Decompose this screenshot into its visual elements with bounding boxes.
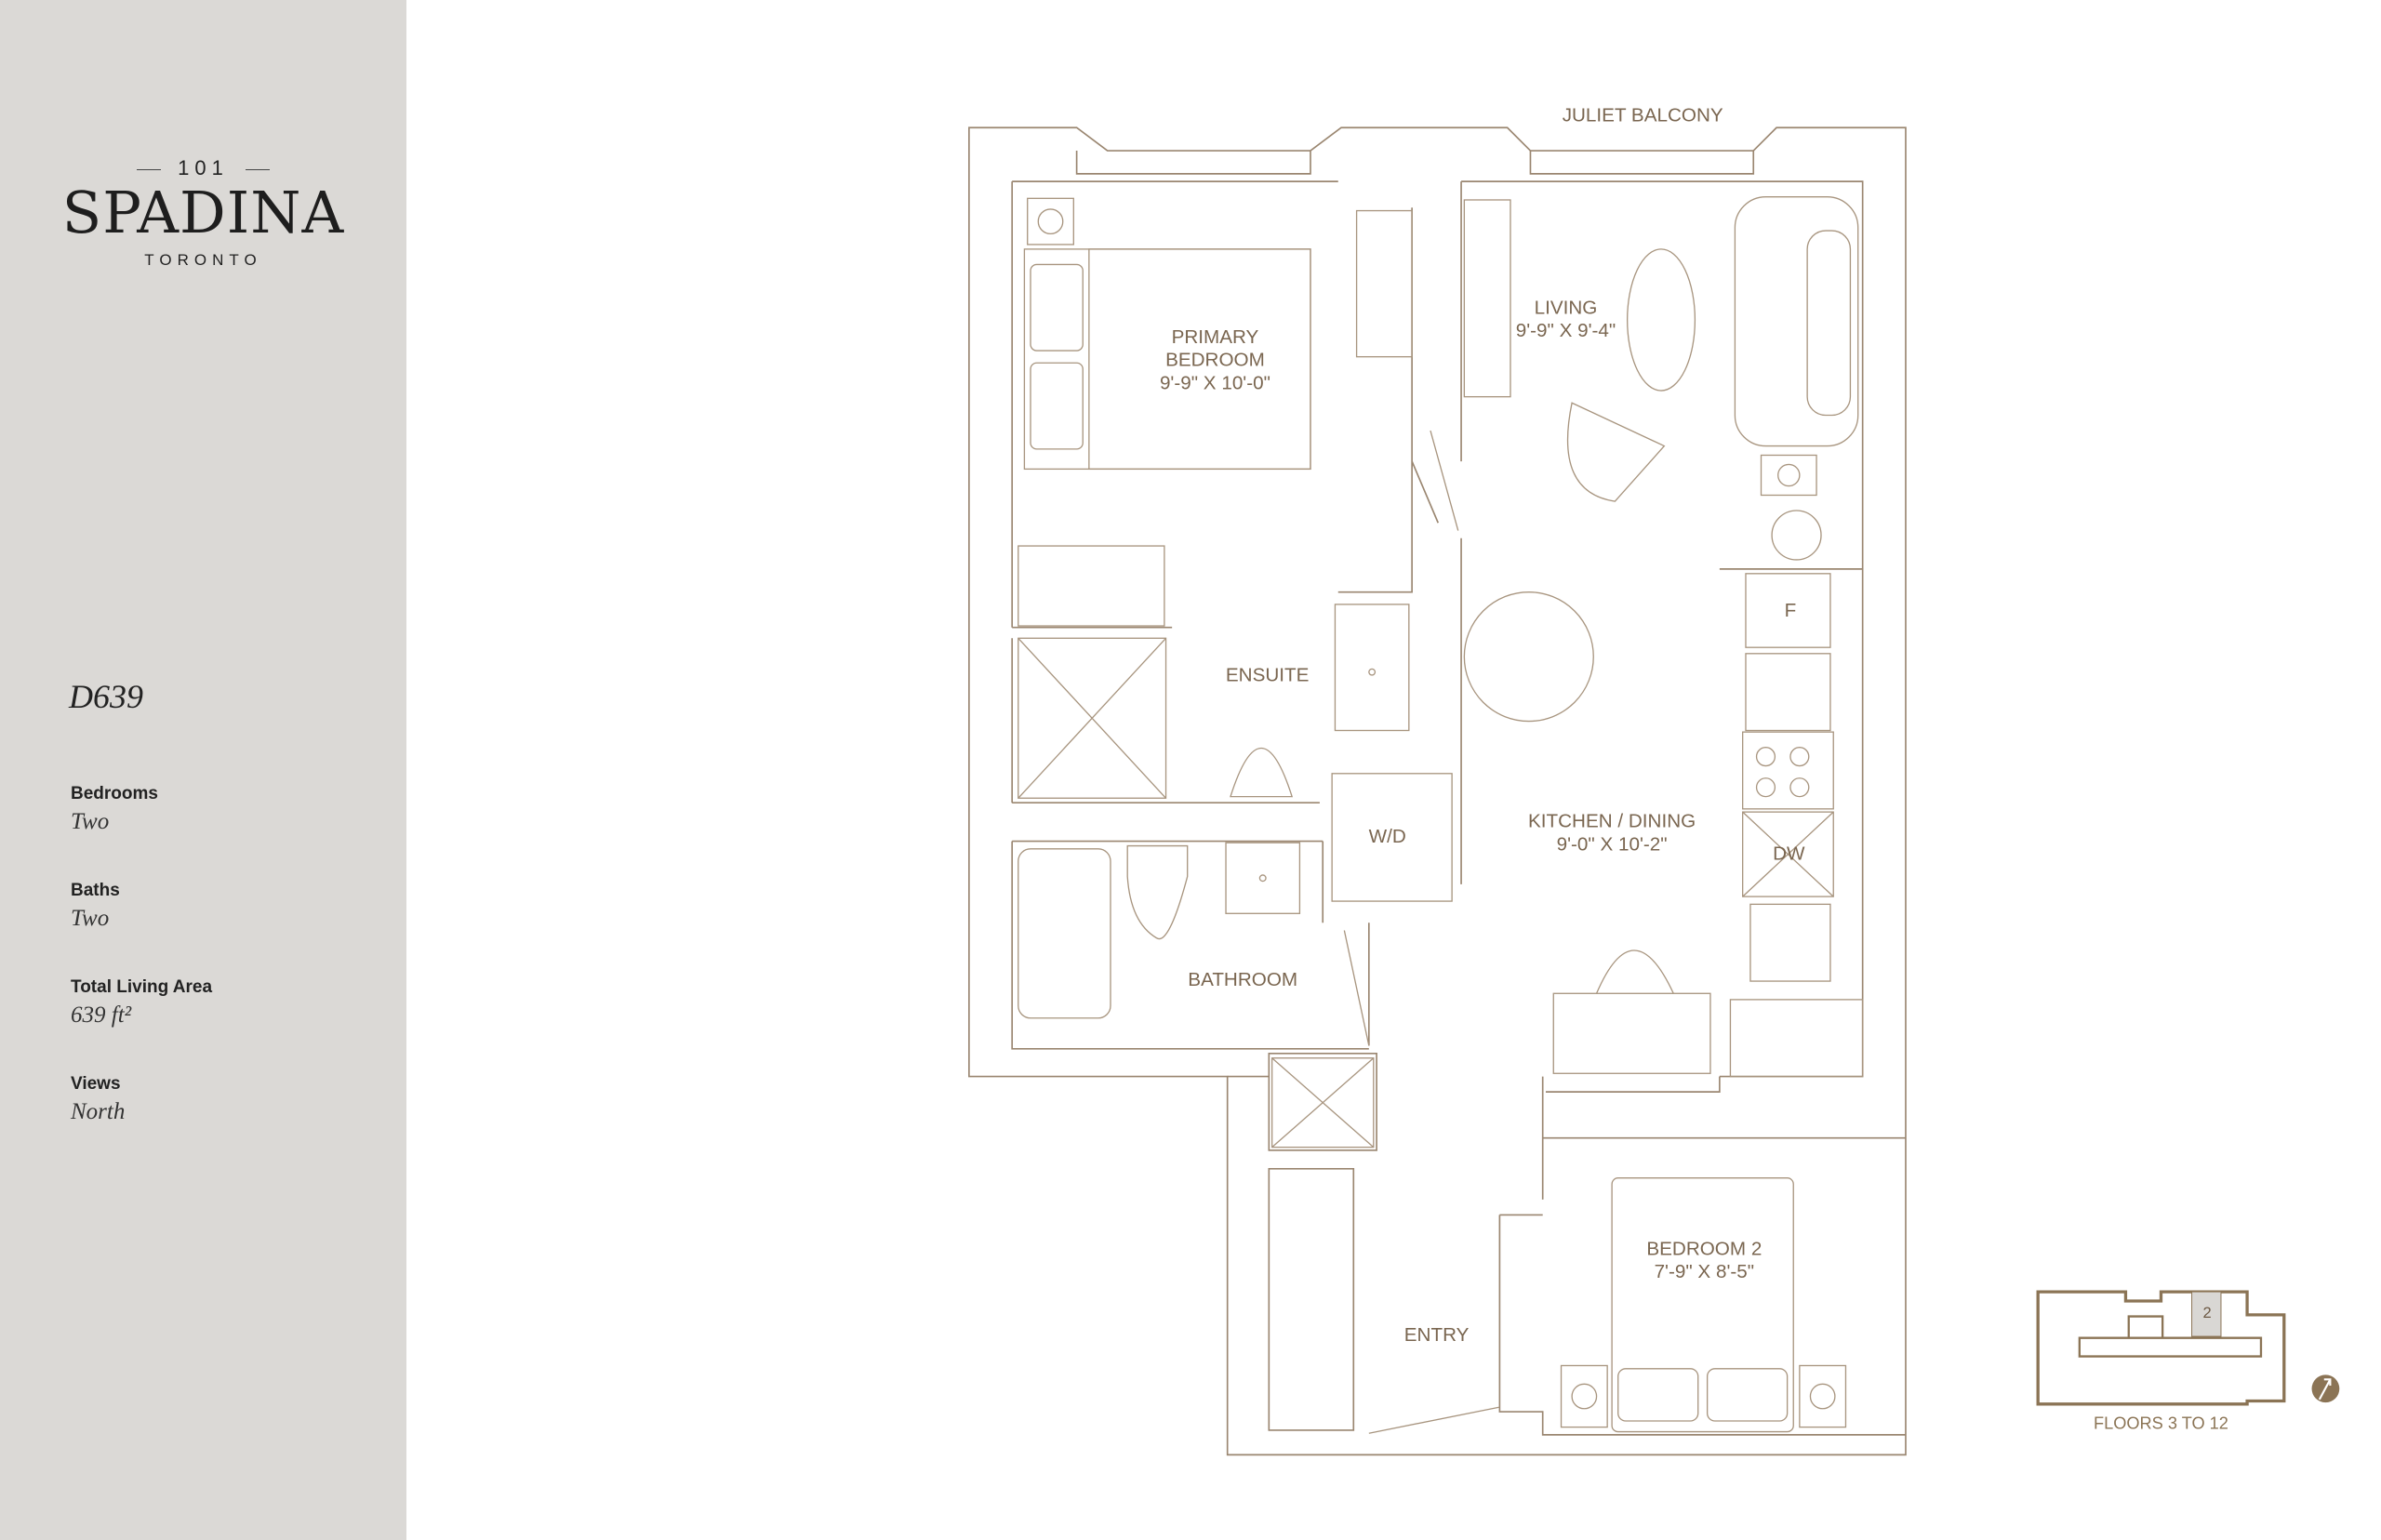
balcony-label: JULIET BALCONY <box>1563 105 1723 126</box>
kitchen-name: KITCHEN / DINING <box>1528 811 1696 832</box>
ensuite-name: ENSUITE <box>1226 665 1310 686</box>
spec-value-views: North <box>71 1099 126 1124</box>
logo-city: TORONTO <box>144 251 262 269</box>
spec-value-bedrooms: Two <box>71 809 110 834</box>
key-plan-unit-marker: 2 <box>2202 1304 2211 1321</box>
washer-dryer-label: W/D <box>1369 826 1406 847</box>
kitchen-dims: 9'-0" X 10'-2" <box>1557 833 1668 855</box>
fridge-label: F <box>1785 600 1797 621</box>
logo-number: 101 <box>0 156 406 180</box>
floors-label: FLOORS 3 TO 12 <box>2094 1414 2228 1432</box>
bedroom2-name: BEDROOM 2 <box>1646 1238 1762 1259</box>
spec-label-bedrooms: Bedrooms <box>71 784 158 803</box>
living-name: LIVING <box>1535 297 1598 318</box>
spec-value-baths: Two <box>71 906 110 931</box>
key-plan: 2 FLOORS 3 TO 12 <box>2036 1290 2340 1432</box>
bedroom2-dims: 7'-9" X 8'-5" <box>1655 1261 1755 1282</box>
bathroom-name: BATHROOM <box>1188 969 1297 990</box>
sidebar: 101 SPADINA TORONTO D639 Bedrooms Two Ba… <box>0 0 406 1540</box>
primary-bedroom-name1: PRIMARY <box>1172 326 1259 348</box>
primary-bedroom-dims: 9'-9" X 10'-0" <box>1160 372 1270 393</box>
spec-label-baths: Baths <box>71 881 120 900</box>
dishwasher-label: DW <box>1773 843 1805 864</box>
walls <box>968 126 1907 1456</box>
north-arrow-icon <box>2311 1374 2340 1403</box>
furniture <box>1018 196 1864 1433</box>
entry-name: ENTRY <box>1404 1324 1470 1346</box>
spec-value-area: 639 ft² <box>71 1002 132 1028</box>
unit-model: D639 <box>69 678 143 715</box>
spec-label-views: Views <box>71 1074 121 1094</box>
primary-bedroom-name2: BEDROOM <box>1165 350 1265 371</box>
spec-label-area: Total Living Area <box>71 977 213 997</box>
logo-name: SPADINA <box>61 179 345 246</box>
living-dims: 9'-9" X 9'-4" <box>1516 320 1616 341</box>
